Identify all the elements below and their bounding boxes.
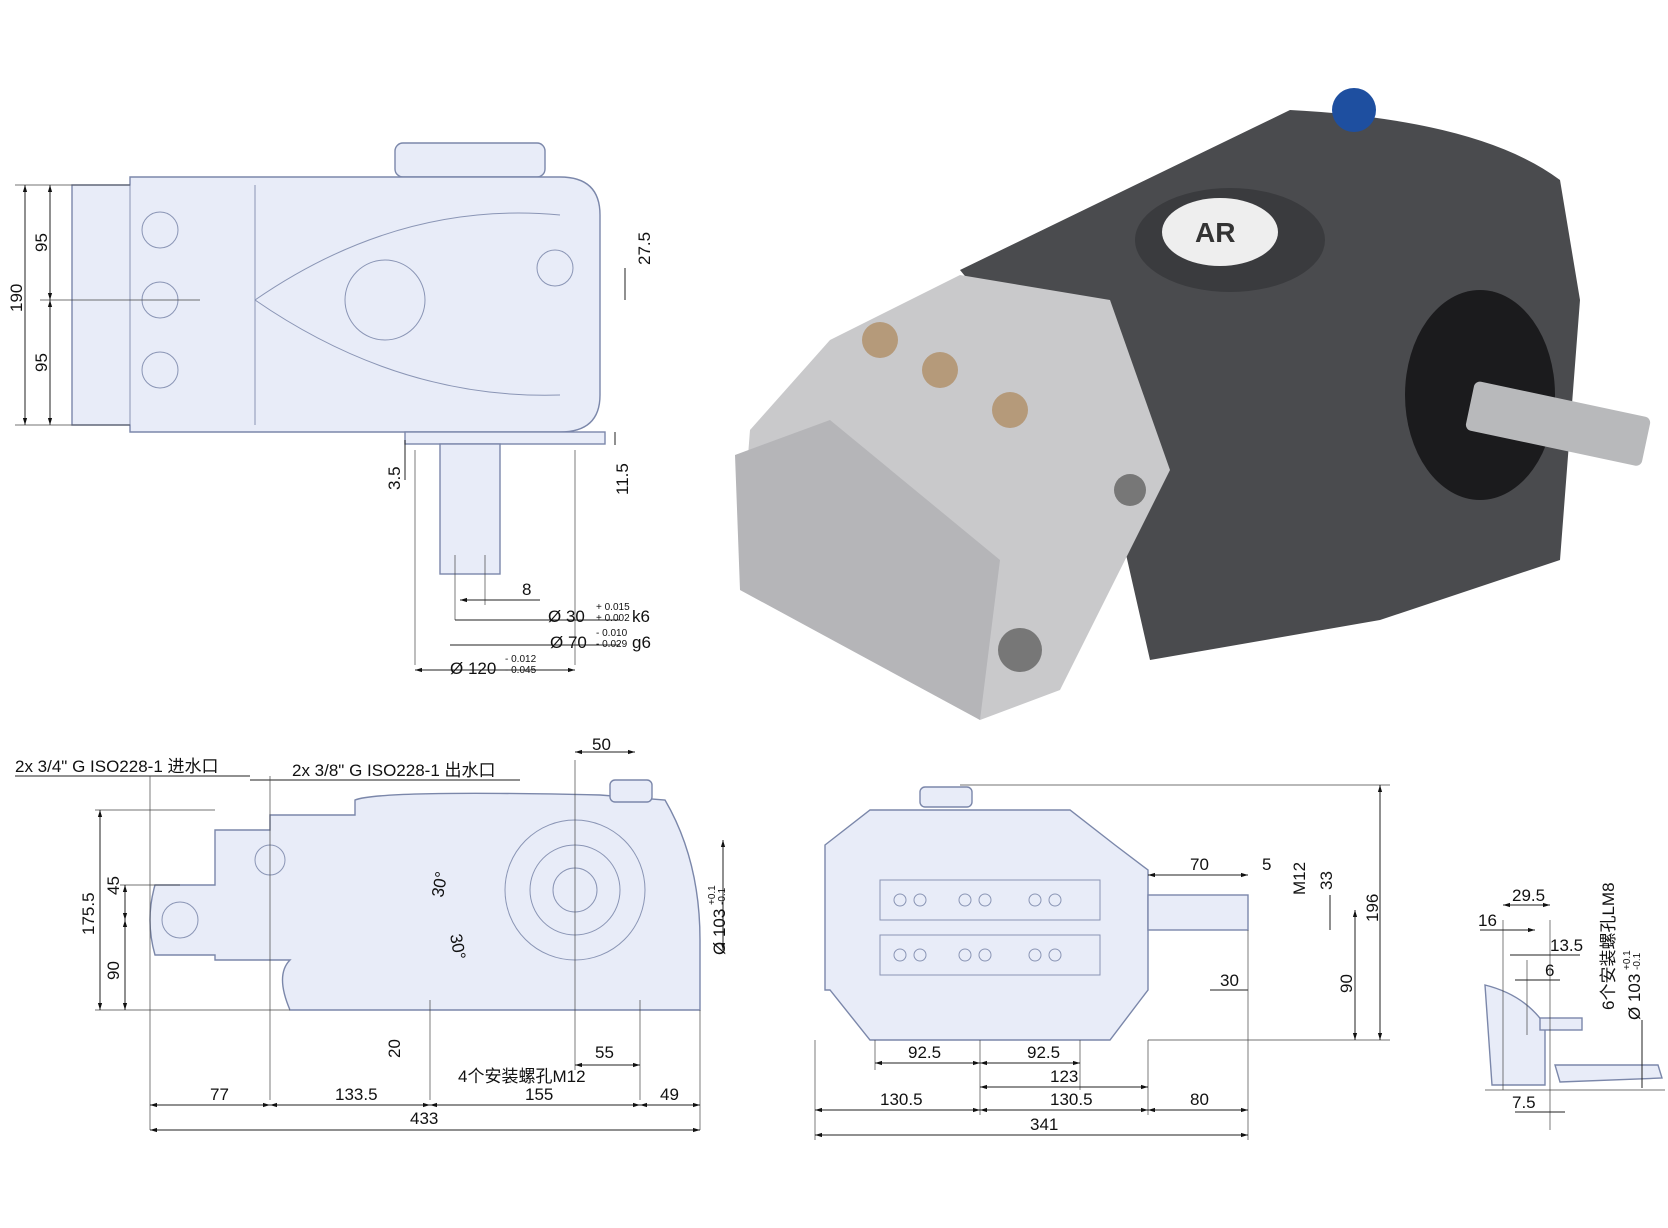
angle-30-lower: 30°	[446, 932, 469, 961]
dim-5: 5	[1262, 855, 1271, 874]
dim-70: 70	[1190, 855, 1209, 874]
svg-text:k6: k6	[632, 607, 650, 626]
dim-33: 33	[1317, 871, 1336, 890]
dim-80: 80	[1190, 1090, 1209, 1109]
dim-95-lower: 95	[32, 353, 51, 372]
dim-20: 20	[385, 1039, 404, 1058]
pilot-diameter-tolerance: Ø 70 - 0.010 - 0.029 g6	[550, 628, 651, 652]
thread-m12: M12	[1290, 862, 1309, 895]
dim-433: 433	[410, 1109, 438, 1128]
dim-7-5: 7.5	[1512, 1093, 1536, 1112]
dim-11-5: 11.5	[613, 463, 632, 495]
svg-text:-0.1: -0.1	[717, 887, 728, 905]
oil-cap	[1332, 88, 1376, 132]
svg-text:- 0.045: - 0.045	[505, 665, 537, 676]
dim-29-5: 29.5	[1512, 886, 1545, 905]
dim-190: 190	[7, 284, 26, 312]
dim-130-5-right: 130.5	[1050, 1090, 1093, 1109]
dim-49: 49	[660, 1085, 679, 1104]
inlet-port-label: 2x 3/4" G ISO228-1 进水口	[15, 757, 219, 776]
dim-92-5-left: 92.5	[908, 1043, 941, 1062]
dim-90: 90	[1337, 974, 1356, 993]
svg-text:- 0.029: - 0.029	[596, 639, 628, 650]
side-view: 2x 3/4" G ISO228-1 进水口 2x 3/8" G ISO228-…	[15, 735, 729, 1133]
svg-text:-0.1: -0.1	[1632, 952, 1643, 970]
shaft-diameter-tolerance: Ø 30 + 0.015 + 0.002 k6	[548, 602, 650, 626]
outlet-port-label: 2x 3/8" G ISO228-1 出水口	[292, 761, 496, 780]
dim-196: 196	[1363, 894, 1382, 922]
svg-text:+ 0.002: + 0.002	[596, 613, 630, 624]
svg-text:Ø 103: Ø 103	[1625, 974, 1644, 1020]
angle-30-upper: 30°	[428, 870, 451, 899]
svg-text:- 0.012: - 0.012	[505, 654, 537, 665]
dim-130-5-left: 130.5	[880, 1090, 923, 1109]
svg-text:+ 0.015: + 0.015	[596, 602, 630, 613]
svg-text:Ø 70: Ø 70	[550, 633, 587, 652]
section-detail-view: 29.5 16 13.5 6 6个安装螺孔LM8 Ø 103 +0.1 -0.1…	[1478, 882, 1665, 1130]
dim-key-8: 8	[522, 580, 531, 599]
svg-text:Ø 120: Ø 120	[450, 659, 496, 678]
dim-92-5-right: 92.5	[1027, 1043, 1060, 1062]
dim-6: 6	[1545, 961, 1554, 980]
pump-photo: AR	[735, 88, 1651, 720]
dim-30: 30	[1220, 971, 1239, 990]
svg-text:- 0.010: - 0.010	[596, 628, 628, 639]
dim-27-5: 27.5	[635, 232, 654, 265]
svg-text:Ø 103: Ø 103	[710, 909, 729, 955]
photo-logo: AR	[1195, 217, 1235, 248]
dim-50: 50	[592, 735, 611, 754]
dim-3-5: 3.5	[385, 466, 404, 490]
dim-95-upper: 95	[32, 233, 51, 252]
svg-text:+0.1: +0.1	[1622, 950, 1633, 970]
mount-holes-lm8-label: 6个安装螺孔LM8	[1599, 882, 1618, 1010]
dim-45: 45	[104, 876, 123, 895]
dim-175-5: 175.5	[79, 892, 98, 935]
ar-logo-outline	[344, 259, 426, 341]
flange-diameter-tolerance: Ø 120 - 0.012 - 0.045	[450, 654, 537, 678]
mount-holes-label: 4个安装螺孔M12	[458, 1067, 586, 1086]
top-view: 190 95 95 27.5 3.5 11.5 8 Ø 30 + 0.015 +…	[7, 142, 654, 678]
section-bolt-circle-diameter: Ø 103 +0.1 -0.1	[1622, 950, 1644, 1020]
front-view: 70 5 M12 33 196 30 90 92.5 92.5 123 130.…	[814, 784, 1390, 1140]
dim-90: 90	[104, 961, 123, 980]
dim-55: 55	[595, 1043, 614, 1062]
dim-341: 341	[1030, 1115, 1058, 1134]
bolt-circle-diameter: Ø 103 +0.1 -0.1	[707, 885, 729, 955]
dim-155: 155	[525, 1085, 553, 1104]
svg-text:g6: g6	[632, 633, 651, 652]
dim-16: 16	[1478, 911, 1497, 930]
dim-13-5: 13.5	[1550, 936, 1583, 955]
dim-123: 123	[1050, 1067, 1078, 1086]
dim-133-5: 133.5	[335, 1085, 378, 1104]
dim-77: 77	[210, 1085, 229, 1104]
svg-text:+0.1: +0.1	[707, 885, 718, 905]
svg-text:Ø 30: Ø 30	[548, 607, 585, 626]
